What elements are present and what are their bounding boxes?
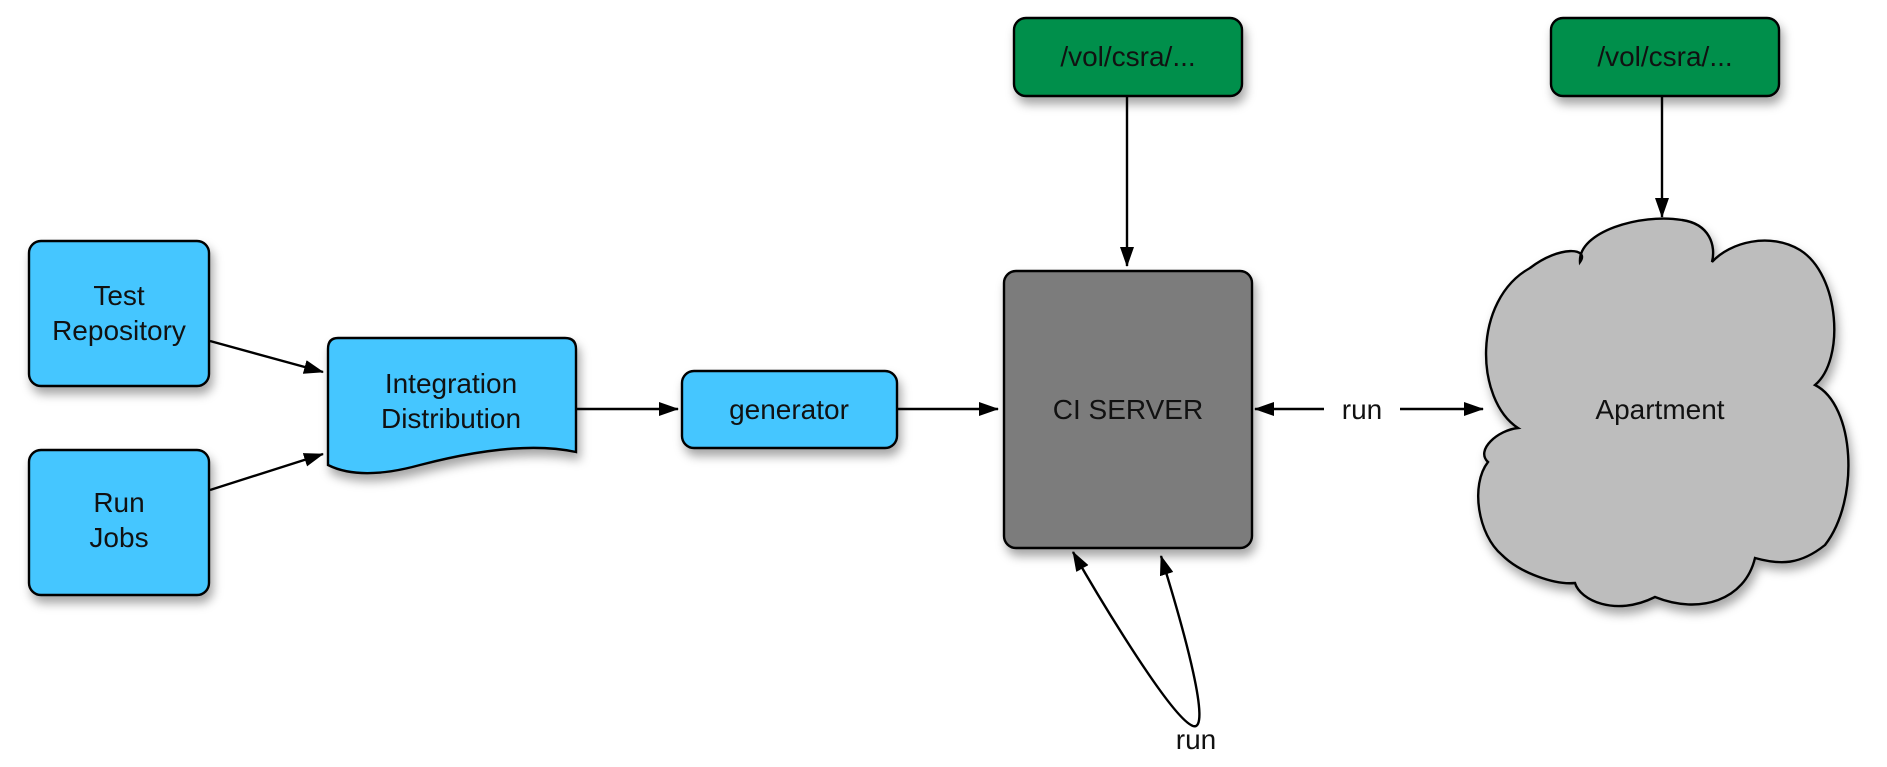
ci-server-label: CI SERVER — [1053, 394, 1203, 425]
generator-box — [680, 369, 899, 450]
node-run-jobs: Run Jobs — [27, 448, 211, 597]
node-ci-server: CI SERVER — [1002, 269, 1254, 550]
storage-ci-label: /vol/csra/... — [1060, 41, 1195, 72]
edge-test-repository-to-integration — [209, 339, 324, 374]
ci-server-box — [1002, 269, 1254, 550]
node-integration-distribution: Integration Distribution — [326, 336, 578, 475]
apartment-label: Apartment — [1595, 394, 1724, 425]
run-jobs-label-line1: Run — [93, 487, 144, 518]
edge-label-run-ci-apartment: run — [1342, 394, 1382, 425]
run-jobs-label-line2: Jobs — [89, 522, 148, 553]
edge-self-loop-ci-server — [1071, 551, 1201, 728]
node-generator: generator — [680, 369, 899, 450]
integration-distribution-label-line2: Distribution — [381, 403, 521, 434]
test-repository-label-line2: Repository — [52, 315, 186, 346]
run-jobs-box — [27, 448, 211, 597]
node-apartment: Apartment — [1476, 217, 1850, 608]
test-repository-label-line1: Test — [93, 280, 145, 311]
node-storage-apartment: /vol/csra/... — [1549, 16, 1781, 98]
test-repository-box — [27, 239, 211, 388]
integration-distribution-document-shape — [326, 336, 578, 475]
storage-apartment-box — [1549, 16, 1781, 98]
edge-label-run-self-loop: run — [1176, 724, 1216, 755]
generator-label: generator — [729, 394, 849, 425]
node-storage-ci: /vol/csra/... — [1012, 16, 1244, 98]
storage-apartment-label: /vol/csra/... — [1597, 41, 1732, 72]
node-test-repository: Test Repository — [27, 239, 211, 388]
apartment-cloud-shape — [1476, 217, 1850, 608]
storage-ci-box — [1012, 16, 1244, 98]
integration-distribution-label-line1: Integration — [385, 368, 517, 399]
edge-run-jobs-to-integration — [209, 452, 324, 492]
